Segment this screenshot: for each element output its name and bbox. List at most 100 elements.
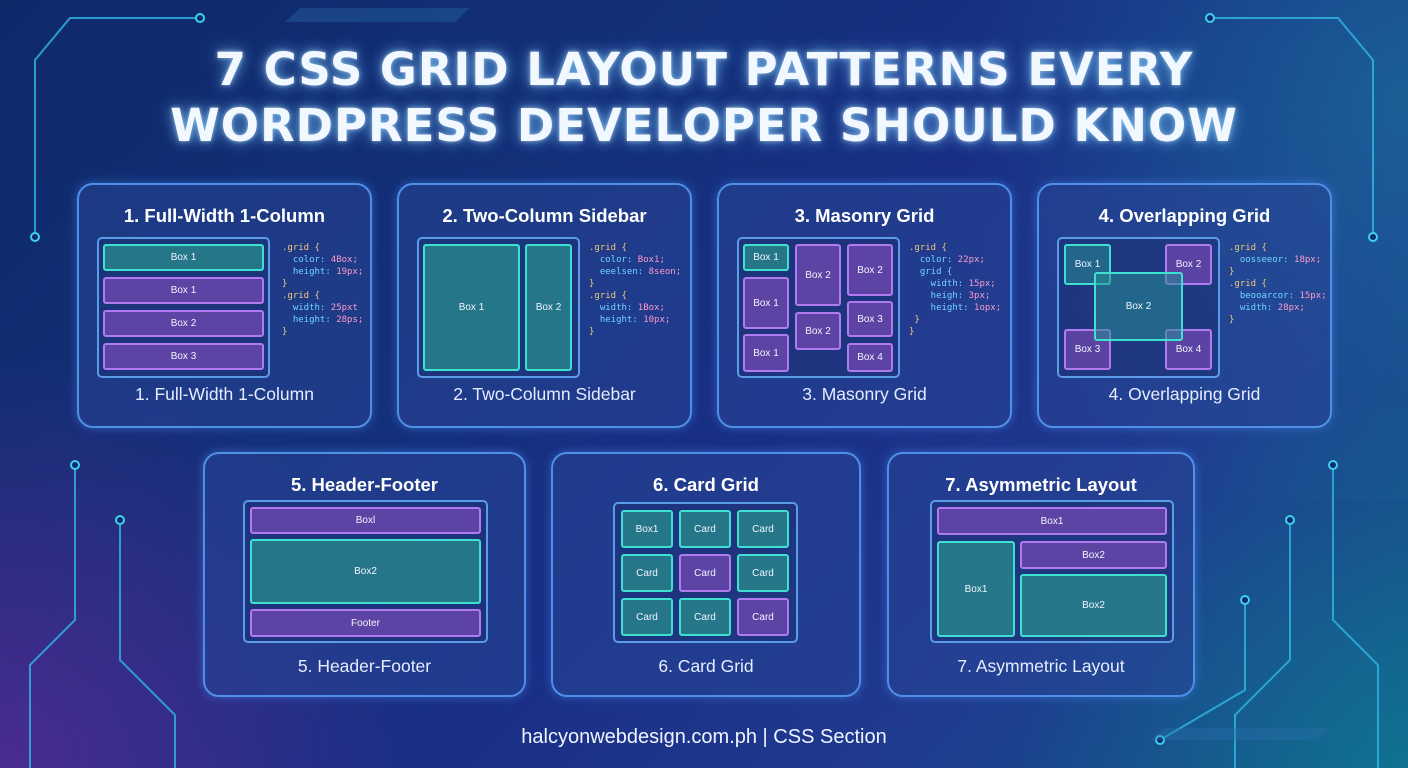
- code-selector: }: [909, 327, 915, 337]
- grid-box: Box 2: [795, 312, 841, 350]
- grid-box: Box2: [1020, 574, 1167, 637]
- code-line: width: 25pxt: [282, 302, 363, 314]
- code-value: 22px;: [957, 255, 985, 265]
- code-line: }: [282, 326, 363, 338]
- grid-box: Box 3: [103, 343, 264, 370]
- card-caption: 5. Header-Footer: [297, 656, 432, 676]
- code-line: heigh: 3px;: [909, 290, 1001, 302]
- card-caption: 3. Masonry Grid: [802, 384, 927, 404]
- grid-box: Box 1: [743, 277, 789, 329]
- code-line: height: 28ps;: [282, 314, 363, 326]
- grid-box: Box 2: [1094, 272, 1183, 341]
- card-title: 7. Asymmetric Layout: [945, 474, 1137, 495]
- code-line: .grid {: [282, 290, 363, 302]
- grid-box: Box 1: [103, 244, 264, 271]
- code-line: color: 22px;: [909, 254, 1001, 266]
- code-property: beooarcor:: [1229, 291, 1300, 301]
- grid-box: Box 1: [103, 277, 264, 304]
- grid-box: Card: [737, 510, 789, 548]
- grid-box: Box 3: [1064, 329, 1111, 370]
- code-value: 3px;: [968, 291, 991, 301]
- card-caption: 1. Full-Width 1-Column: [135, 384, 314, 404]
- code-line: }: [1229, 266, 1327, 278]
- code-line: }: [1229, 314, 1327, 326]
- grid-box: Card: [621, 554, 673, 592]
- grid-box: Card: [679, 554, 731, 592]
- card-masonry-grid: 3. Masonry Grid Box 1 Box 2 Box 2 Box 1 …: [717, 183, 1012, 428]
- code-selector: .grid {: [1229, 243, 1267, 253]
- layout-preview: Boxl Box2 Footer: [243, 500, 488, 643]
- grid-box: Box 2: [103, 310, 264, 337]
- code-line: .grid {: [909, 242, 1001, 254]
- code-value: 1Box;: [637, 303, 665, 313]
- code-selector: .grid {: [589, 243, 627, 253]
- code-line: beooarcor: 15px;: [1229, 290, 1327, 302]
- code-line: .grid {: [282, 242, 363, 254]
- code-line: height: 1opx;: [909, 302, 1001, 314]
- code-property: width:: [1229, 303, 1278, 313]
- grid-box: Card: [737, 554, 789, 592]
- code-line: width: 15px;: [909, 278, 1001, 290]
- card-header-footer: 5. Header-Footer Boxl Box2 Footer 5. Hea…: [203, 452, 526, 697]
- title-line-1: 7 CSS GRID LAYOUT PATTERNS EVERY: [214, 43, 1194, 96]
- grid-box: Card: [621, 598, 673, 636]
- code-line: height: 19px;: [282, 266, 363, 278]
- code-value: 10px;: [643, 315, 671, 325]
- code-selector: }: [909, 315, 920, 325]
- grid-box: Box1: [937, 507, 1167, 535]
- code-line: .grid {: [589, 242, 681, 254]
- code-property: eeelsen:: [589, 267, 649, 277]
- grid-box: Card: [737, 598, 789, 636]
- card-two-column-sidebar: 2. Two-Column Sidebar Box 1 Box 2 .grid …: [397, 183, 692, 428]
- grid-box: Box 1: [423, 244, 520, 371]
- page-title: 7 CSS GRID LAYOUT PATTERNS EVERY WORDPRE…: [0, 42, 1408, 154]
- code-line: color: Box1;: [589, 254, 681, 266]
- code-property: width:: [589, 303, 638, 313]
- code-value: 25pxt: [330, 303, 358, 313]
- grid-box: Box1: [621, 510, 673, 548]
- grid-box: Box2: [250, 539, 481, 604]
- grid-box: Card: [679, 510, 731, 548]
- code-value: 28px;: [1277, 303, 1305, 313]
- code-selector: }: [282, 327, 288, 337]
- grid-box: Card: [679, 598, 731, 636]
- code-value: 28ps;: [336, 315, 364, 325]
- grid-box: Footer: [250, 609, 481, 637]
- code-property: width:: [909, 279, 969, 289]
- code-snippet: .grid { color: 22px; grid { width: 15px;…: [909, 242, 1001, 338]
- grid-box: Box 2: [847, 244, 893, 296]
- code-property: height:: [589, 315, 644, 325]
- grid-box: Box 1: [743, 244, 789, 271]
- code-value: 18px;: [1294, 255, 1322, 265]
- card-caption: 4. Overlapping Grid: [1108, 384, 1261, 404]
- code-line: width: 28px;: [1229, 302, 1327, 314]
- code-property: heigh:: [909, 291, 969, 301]
- code-line: .grid {: [1229, 242, 1327, 254]
- code-line: color: 4Box;: [282, 254, 363, 266]
- code-snippet: .grid { oosseeor: 18px;}.grid { beooarco…: [1229, 242, 1327, 326]
- card-title: 1. Full-Width 1-Column: [123, 205, 326, 226]
- card-title: 5. Header-Footer: [290, 474, 438, 495]
- title-line-2: WORDPRESS DEVELOPER SHOULD KNOW: [170, 99, 1238, 152]
- code-value: 15px;: [1299, 291, 1327, 301]
- code-property: height:: [282, 267, 337, 277]
- code-line: width: 1Box;: [589, 302, 681, 314]
- code-value: 8seon;: [648, 267, 682, 277]
- code-selector: }: [1229, 315, 1235, 325]
- layout-preview: Box1 Box1 Box2 Box2: [930, 500, 1174, 643]
- grid-box: Box 4: [847, 343, 893, 372]
- code-property: color:: [909, 255, 958, 265]
- grid-box: Boxl: [250, 507, 481, 534]
- card-card-grid: 6. Card Grid Box1 Card Card Card Card Ca…: [551, 452, 861, 697]
- grid-box: Box2: [1020, 541, 1167, 569]
- card-title: 6. Card Grid: [653, 474, 759, 495]
- code-value: 15px;: [968, 279, 996, 289]
- code-line: }: [589, 278, 681, 290]
- code-value: 4Box;: [330, 255, 358, 265]
- code-selector: .grid {: [909, 243, 947, 253]
- card-title: 4. Overlapping Grid: [1098, 205, 1271, 226]
- code-value: 19px;: [336, 267, 364, 277]
- code-property: color:: [282, 255, 331, 265]
- code-line: height: 10px;: [589, 314, 681, 326]
